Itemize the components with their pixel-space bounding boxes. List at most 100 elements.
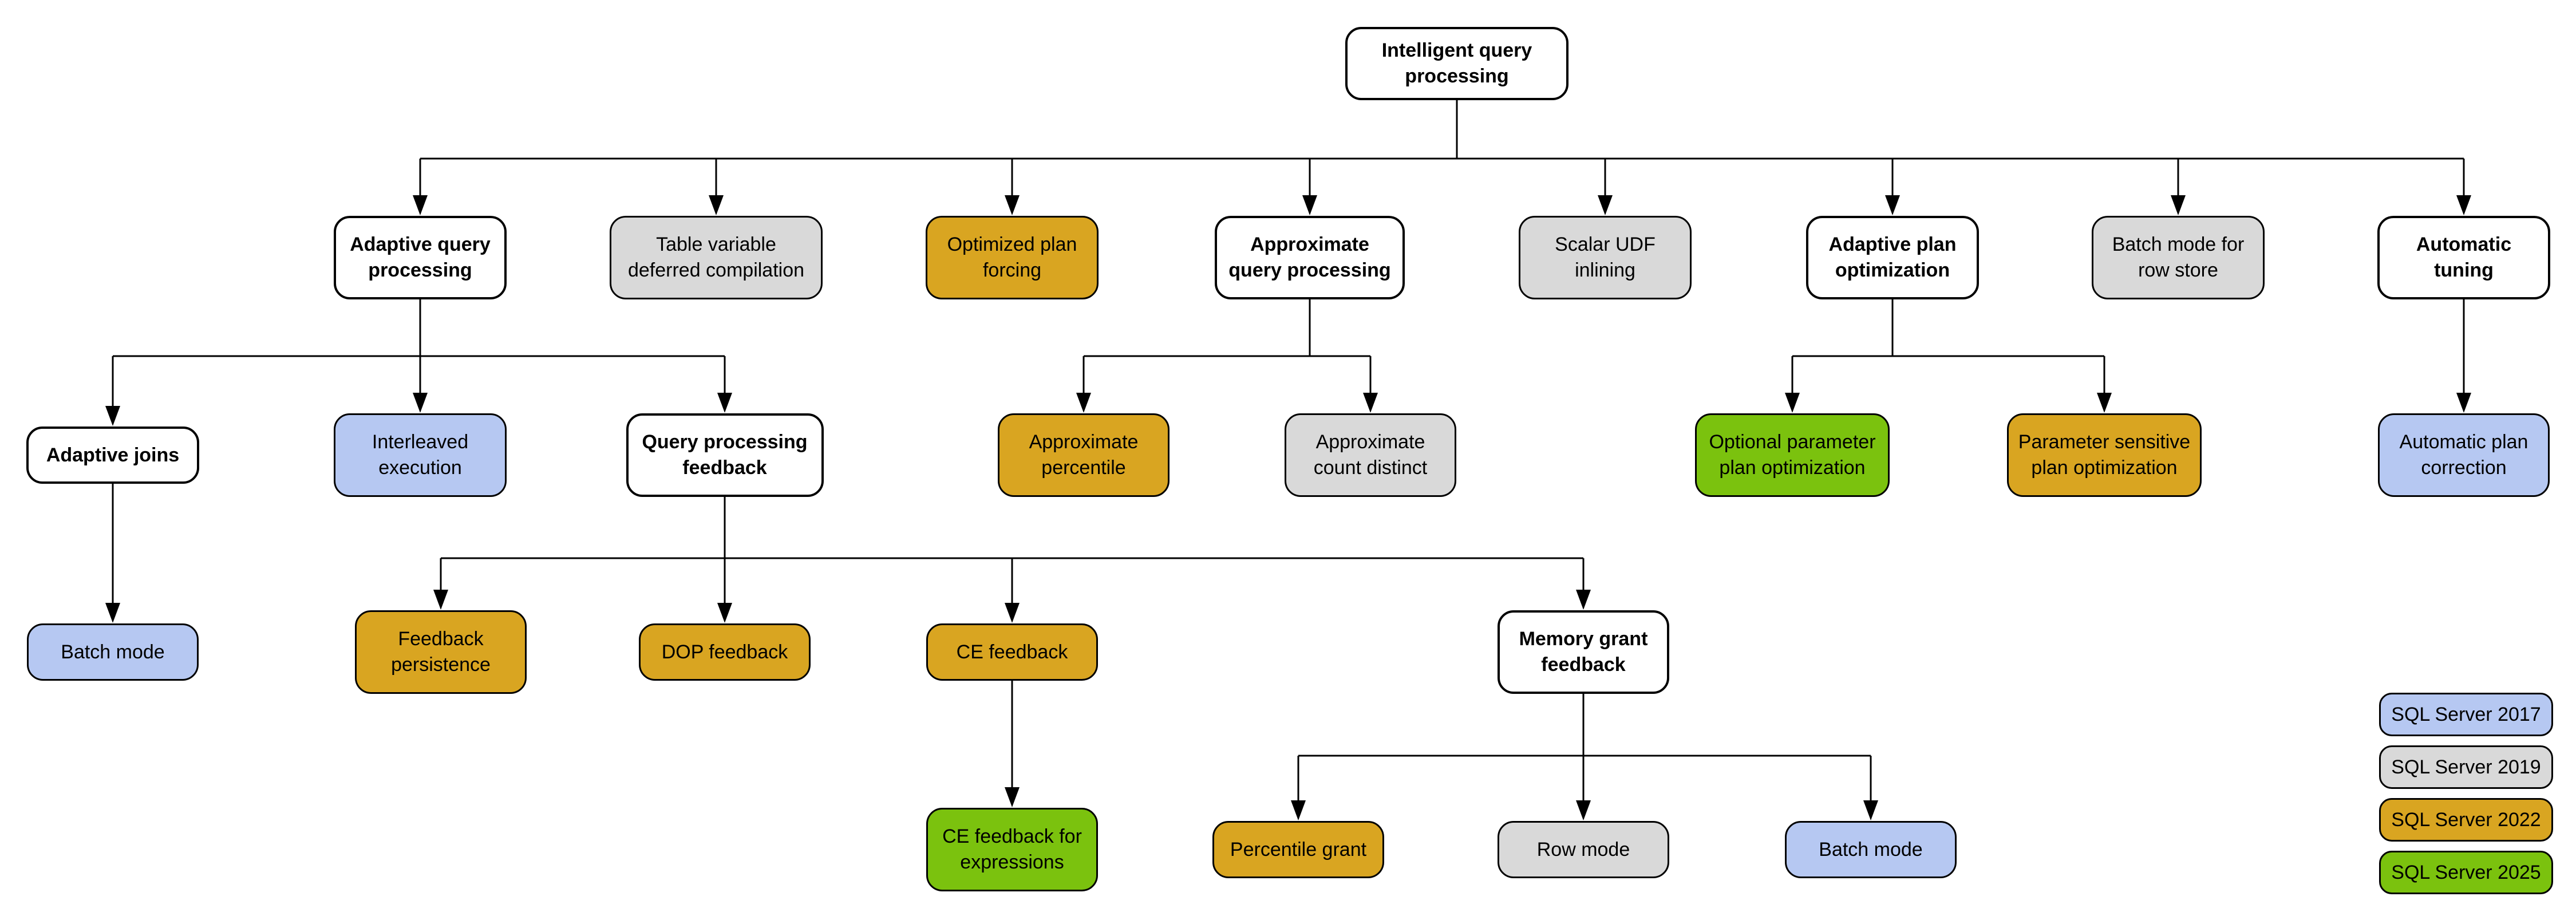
node-label-line: Interleaved (372, 431, 469, 453)
node-batch-mode-adaptive-joins: Batch mode (27, 623, 199, 681)
node-label-line: optimization (1835, 259, 1950, 281)
node-label-line: CE feedback for (942, 826, 1082, 848)
node-label-line: Intelligent query (1381, 40, 1532, 62)
node-label-line: Adaptive plan (1828, 234, 1957, 256)
node-adaptive-joins: Adaptive joins (26, 427, 199, 484)
arrow-down-icon (413, 393, 428, 413)
arrow-down-icon (1863, 800, 1878, 820)
arrow-down-icon (2097, 393, 2112, 413)
node-row-mode: Row mode (1498, 821, 1669, 878)
arrow-down-icon (1598, 195, 1613, 215)
node-adaptive-query-processing: Adaptive query processing (334, 216, 507, 299)
node-label-line: count distinct (1313, 457, 1428, 479)
legend-item-label: SQL Server 2025 (2391, 861, 2541, 883)
arrow-down-icon (433, 590, 448, 610)
node-optional-parameter-plan-optimization: Optional parameter plan optimization (1695, 413, 1890, 497)
node-label-line: Adaptive query (350, 234, 491, 256)
arrow-down-icon (1363, 393, 1378, 413)
node-label-line: CE feedback (956, 641, 1068, 663)
node-label-line: feedback (682, 457, 767, 479)
arrow-down-icon (2171, 195, 2186, 215)
node-optimized-plan-forcing: Optimized plan forcing (926, 216, 1099, 299)
node-label-line: Percentile grant (1230, 838, 1367, 860)
node-label-line: Row mode (1536, 838, 1630, 860)
node-label-line: Table variable (656, 234, 776, 256)
arrow-down-icon (709, 195, 724, 215)
legend-item-label: SQL Server 2019 (2391, 756, 2541, 778)
node-label-line: forcing (982, 259, 1042, 281)
node-interleaved-execution: Interleaved execution (334, 413, 507, 497)
node-label-line: Approximate (1250, 234, 1369, 256)
node-approximate-count-distinct: Approximate count distinct (1285, 413, 1456, 497)
arrow-down-icon (1576, 590, 1591, 610)
node-label-line: Approximate (1315, 431, 1425, 453)
arrow-down-icon (413, 195, 428, 215)
arrow-down-icon (1576, 800, 1591, 820)
arrow-down-icon (717, 603, 732, 623)
node-label-line: Adaptive joins (46, 444, 180, 466)
node-label-line: execution (378, 457, 462, 479)
node-label-line: feedback (1541, 654, 1626, 676)
arrow-down-icon (105, 603, 120, 623)
node-approximate-query-processing: Approximate query processing (1215, 216, 1405, 299)
node-label-line: Feedback (398, 628, 484, 650)
node-label-line: tuning (2434, 259, 2494, 281)
node-label-line: persistence (391, 654, 491, 676)
node-dop-feedback: DOP feedback (639, 623, 811, 681)
arrow-down-icon (1291, 800, 1306, 820)
node-label-line: Memory grant (1519, 628, 1648, 650)
arrow-down-icon (1785, 393, 1800, 413)
node-label-line: processing (368, 259, 472, 281)
node-batch-mode-memory-grant: Batch mode (1785, 821, 1957, 878)
node-query-processing-feedback: Query processing feedback (626, 413, 824, 497)
legend-item-sql-server-2025: SQL Server 2025 (2379, 851, 2553, 894)
arrow-down-icon (105, 406, 120, 426)
legend-item-label: SQL Server 2017 (2391, 703, 2541, 725)
node-label-line: expressions (960, 851, 1064, 873)
node-label-line: row store (2138, 259, 2218, 281)
node-automatic-plan-correction: Automatic plan correction (2378, 413, 2550, 497)
node-ce-feedback: CE feedback (926, 623, 1098, 681)
node-label-line: Approximate (1029, 431, 1139, 453)
node-label-line: correction (2421, 457, 2507, 479)
node-label-line: Batch mode (61, 641, 165, 663)
arrow-down-icon (1076, 393, 1091, 413)
arrow-down-icon (2456, 393, 2471, 413)
node-label-line: Automatic plan (2399, 431, 2528, 453)
arrow-down-icon (1005, 787, 1020, 807)
arrow-down-icon (1005, 603, 1020, 623)
node-label-line: Batch mode (1819, 838, 1923, 860)
arrow-down-icon (717, 393, 732, 413)
node-label-line: query processing (1228, 259, 1391, 281)
node-percentile-grant: Percentile grant (1212, 821, 1384, 878)
node-label-line: DOP feedback (661, 641, 788, 663)
node-parameter-sensitive-plan-optimization: Parameter sensitive plan optimization (2007, 413, 2202, 497)
arrow-down-icon (2456, 195, 2471, 215)
node-memory-grant-feedback: Memory grant feedback (1498, 610, 1669, 694)
node-table-variable-deferred-compilation: Table variable deferred compilation (610, 216, 823, 299)
node-scalar-udf-inlining: Scalar UDF inlining (1519, 216, 1692, 299)
node-label-line: inlining (1575, 259, 1635, 281)
node-batch-mode-for-row-store: Batch mode for row store (2092, 216, 2265, 299)
node-label-line: Scalar UDF (1555, 234, 1656, 256)
node-label-line: deferred compilation (627, 259, 805, 281)
node-label-line: Optional parameter (1709, 431, 1876, 453)
legend-item-sql-server-2019: SQL Server 2019 (2379, 745, 2553, 789)
node-label-line: plan optimization (2031, 457, 2178, 479)
legend-item-sql-server-2022: SQL Server 2022 (2379, 798, 2553, 842)
node-label-line: Batch mode for (2112, 234, 2245, 256)
node-adaptive-plan-optimization: Adaptive plan optimization (1806, 216, 1979, 299)
node-label-line: Query processing (642, 431, 808, 453)
node-label-line: Optimized plan (947, 234, 1077, 256)
arrow-down-icon (1005, 195, 1020, 215)
node-label-line: Parameter sensitive (2018, 431, 2191, 453)
node-label-line: plan optimization (1719, 457, 1866, 479)
node-ce-feedback-for-expressions: CE feedback for expressions (926, 808, 1098, 891)
arrow-down-icon (1885, 195, 1900, 215)
node-feedback-persistence: Feedback persistence (355, 610, 527, 694)
